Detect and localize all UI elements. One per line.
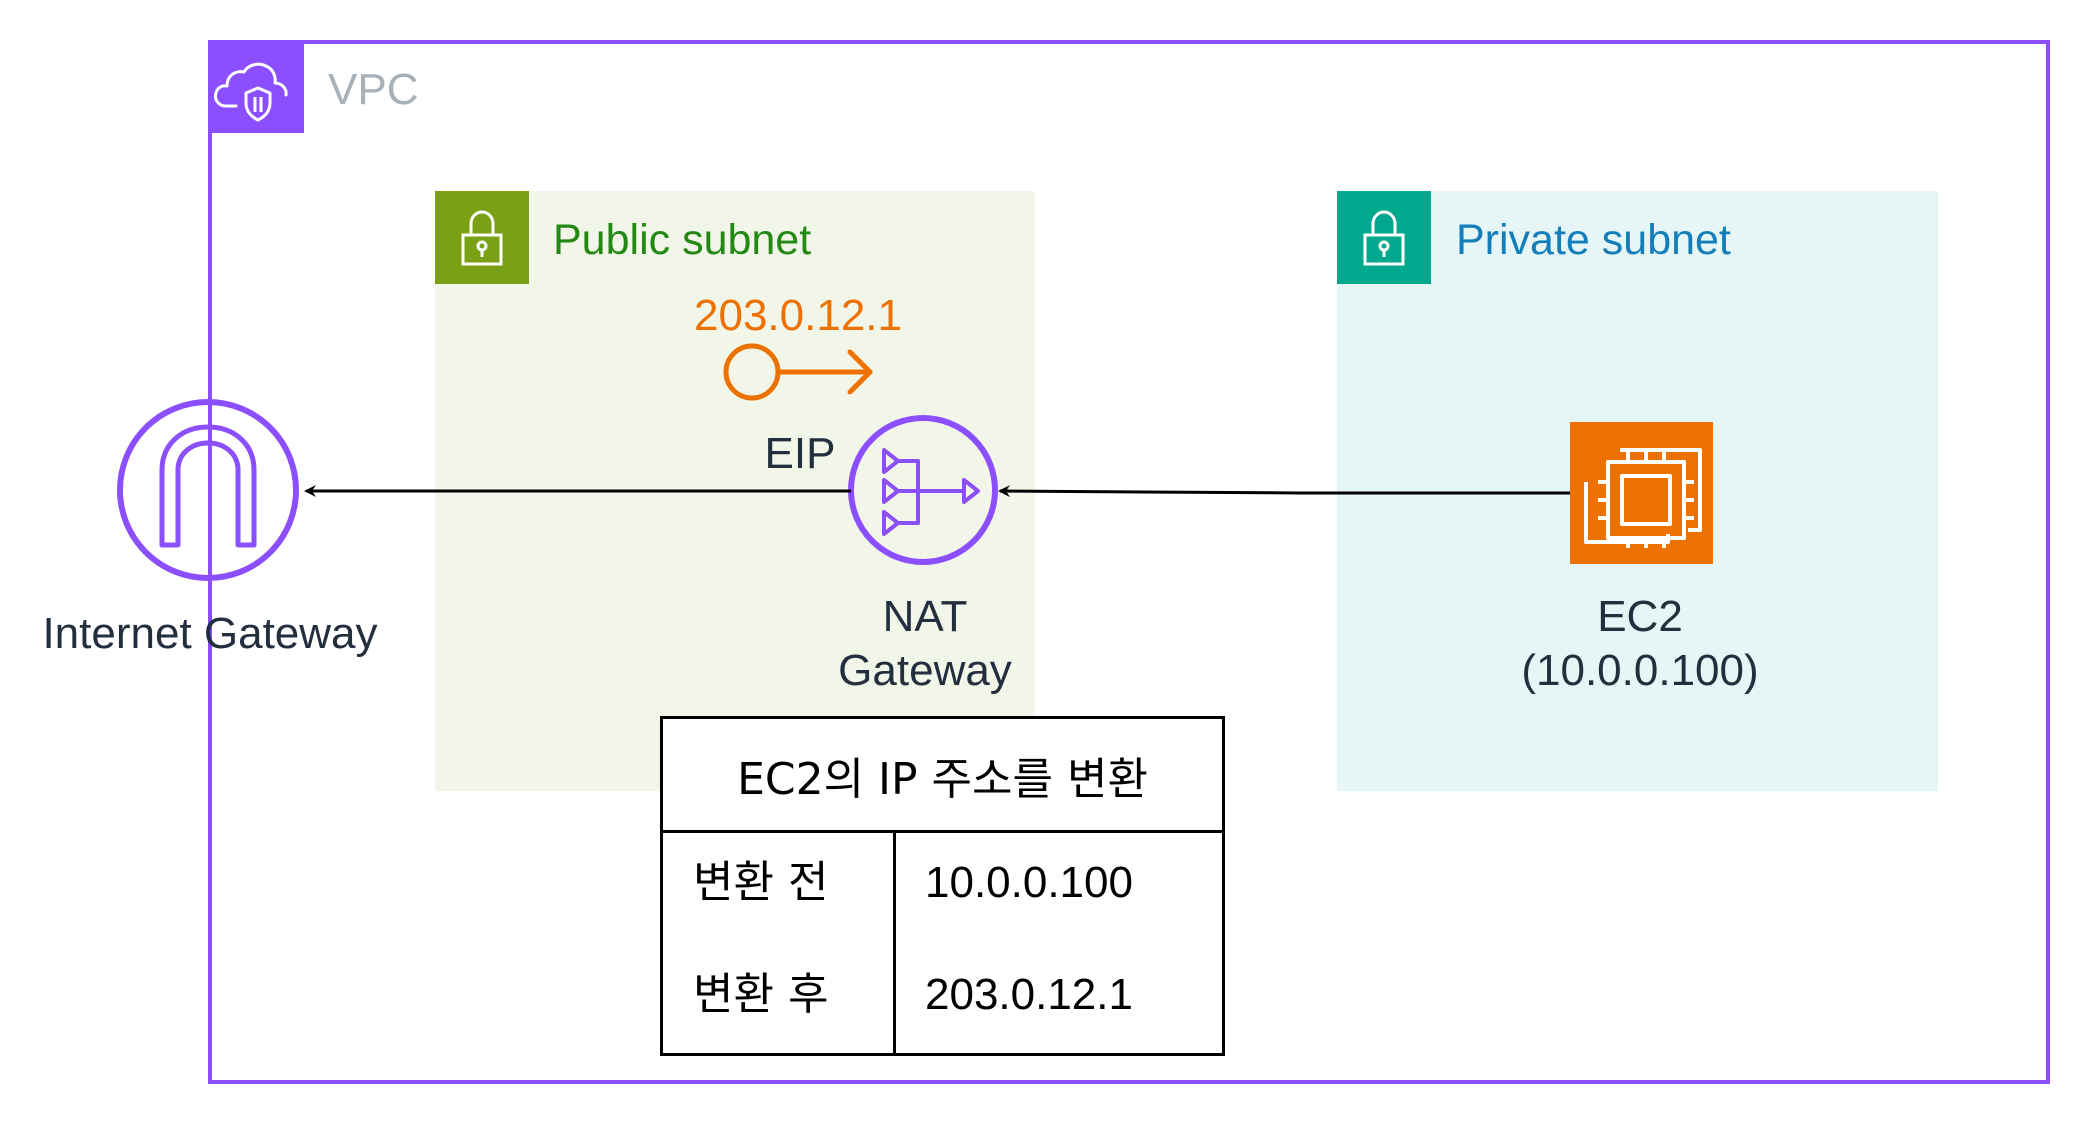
chip-icon	[1584, 448, 1702, 548]
internet-gateway-label: Internet Gateway	[42, 609, 378, 658]
eip-address: 203.0.12.1	[694, 291, 902, 340]
nat-gateway-icon	[848, 415, 998, 565]
ip-translation-table: EC2의 IP 주소를 변환 변환 전 10.0.0.100 변환 후 203.…	[660, 716, 1225, 1056]
ec2-label: EC2 (10.0.0.100)	[1500, 590, 1780, 698]
vpc-cloud-shield-icon	[214, 62, 288, 122]
internet-gateway-icon	[117, 399, 299, 581]
private-subnet-label: Private subnet	[1456, 216, 1731, 264]
public-subnet-badge	[435, 191, 529, 284]
table-column-divider	[893, 833, 896, 1053]
nat-gateway-label-line2: Gateway	[838, 646, 1012, 695]
lock-icon	[461, 210, 503, 266]
ec2-label-line2: (10.0.0.100)	[1521, 646, 1759, 695]
private-subnet-badge	[1337, 191, 1431, 284]
vpc-label: VPC	[328, 65, 419, 114]
vpc-container	[208, 40, 2050, 1084]
ec2-instance-icon	[1570, 422, 1713, 564]
elastic-ip-icon	[723, 343, 873, 401]
vpc-badge	[208, 40, 304, 133]
table-title: EC2의 IP 주소를 변환	[663, 719, 1222, 833]
nat-gateway-label: NAT Gateway	[790, 590, 1060, 698]
arrow-ec2-to-nat	[998, 485, 1570, 498]
lock-icon	[1363, 210, 1405, 266]
eip-label: EIP	[764, 429, 836, 478]
table-row-after-value: 203.0.12.1	[925, 970, 1133, 1019]
public-subnet-label: Public subnet	[553, 216, 812, 264]
table-row-before-key: 변환 전	[693, 857, 829, 908]
table-row-after-key: 변환 후	[693, 969, 829, 1020]
table-row-before-value: 10.0.0.100	[925, 858, 1133, 907]
ec2-label-line1: EC2	[1597, 592, 1683, 641]
nat-gateway-label-line1: NAT	[882, 592, 968, 641]
